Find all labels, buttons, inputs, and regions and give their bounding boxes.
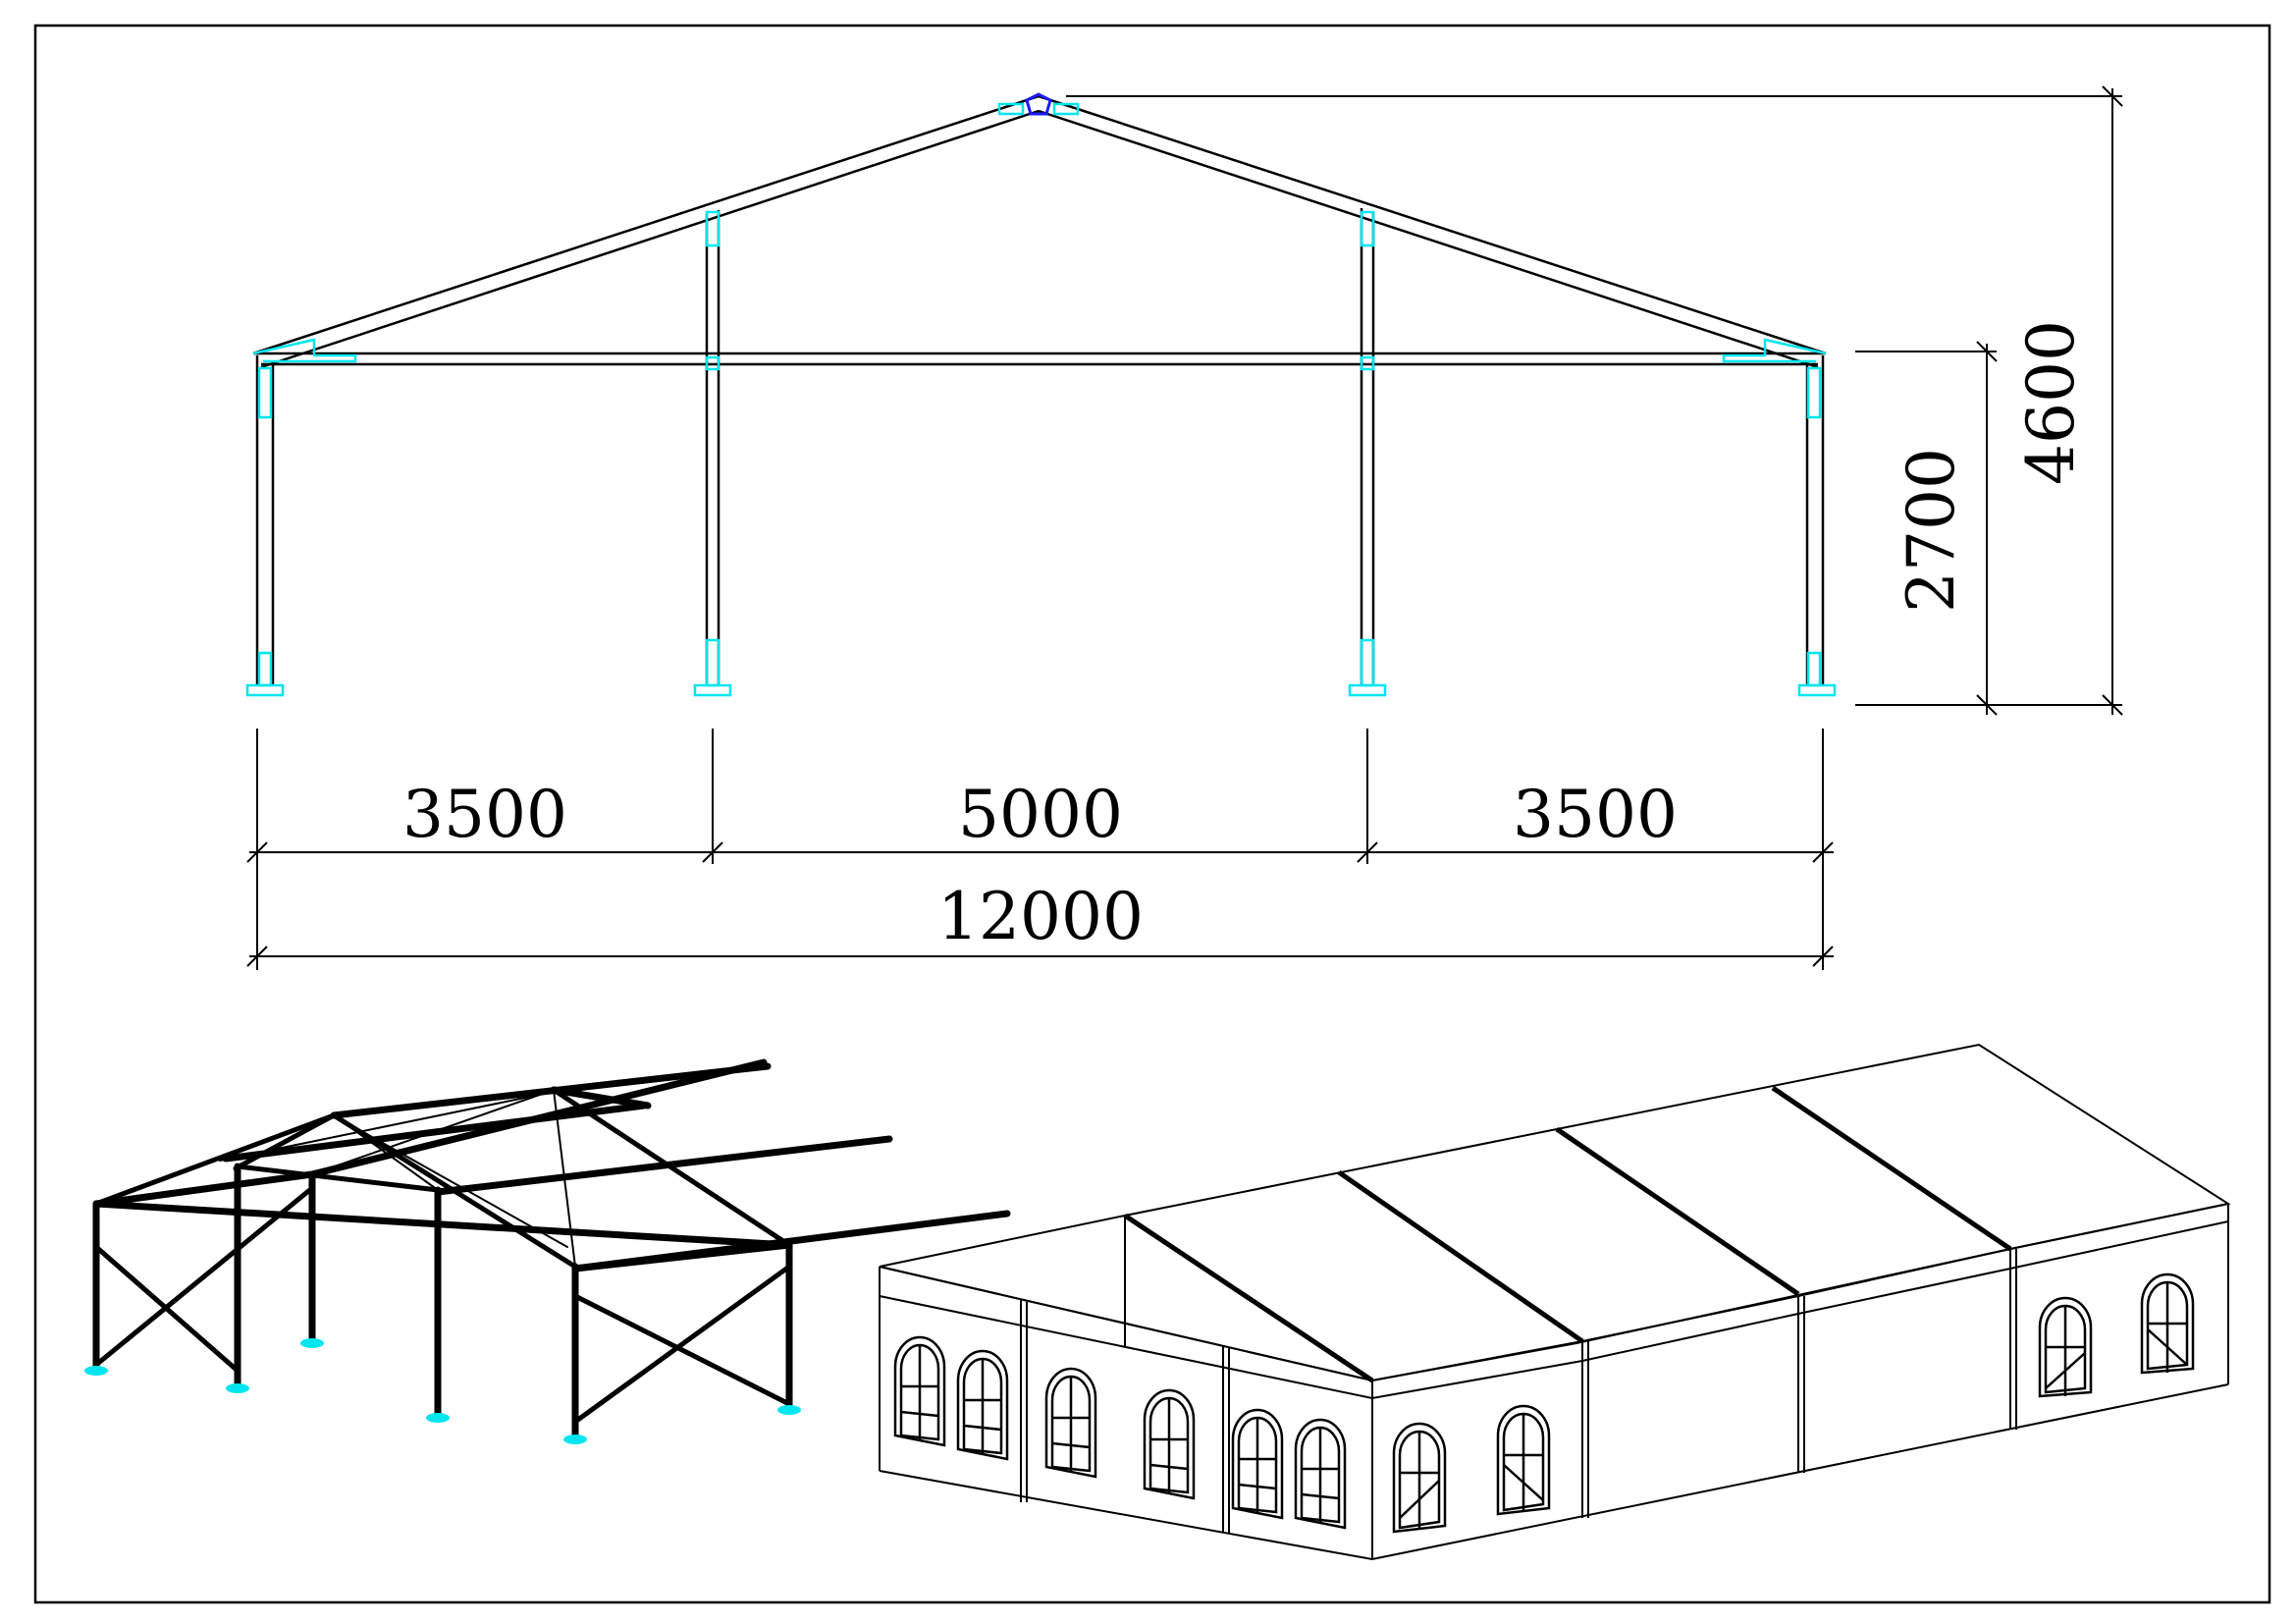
window bbox=[1231, 1408, 1284, 1520]
span-right-label: 3500 bbox=[1513, 777, 1678, 852]
tent-windows bbox=[893, 1272, 2195, 1534]
window bbox=[893, 1335, 946, 1447]
window bbox=[956, 1349, 1009, 1461]
frame-isometric-view bbox=[92, 1058, 1011, 1439]
vertical-dimension-lines bbox=[1066, 85, 2123, 716]
frame-fittings bbox=[245, 102, 1837, 697]
drawing-border bbox=[33, 24, 2271, 1604]
ridge-height-label: 4600 bbox=[2013, 320, 2089, 485]
frame-foot-plates bbox=[84, 1338, 801, 1444]
ridge-connector bbox=[1025, 92, 1052, 116]
total-width-label: 12000 bbox=[937, 879, 1144, 954]
window bbox=[1143, 1388, 1196, 1500]
window bbox=[2140, 1272, 2195, 1375]
window bbox=[2038, 1296, 2093, 1398]
eave-height-label: 2700 bbox=[1894, 448, 1969, 613]
horizontal-dimension-lines bbox=[246, 729, 1834, 970]
tent-isometric-view bbox=[879, 1043, 2231, 1561]
span-middle-label: 5000 bbox=[958, 777, 1123, 852]
span-left-label: 3500 bbox=[402, 777, 567, 852]
front-elevation bbox=[252, 94, 1827, 685]
window bbox=[1392, 1422, 1447, 1534]
window bbox=[1496, 1404, 1551, 1516]
window bbox=[1044, 1367, 1097, 1479]
window bbox=[1294, 1418, 1347, 1530]
